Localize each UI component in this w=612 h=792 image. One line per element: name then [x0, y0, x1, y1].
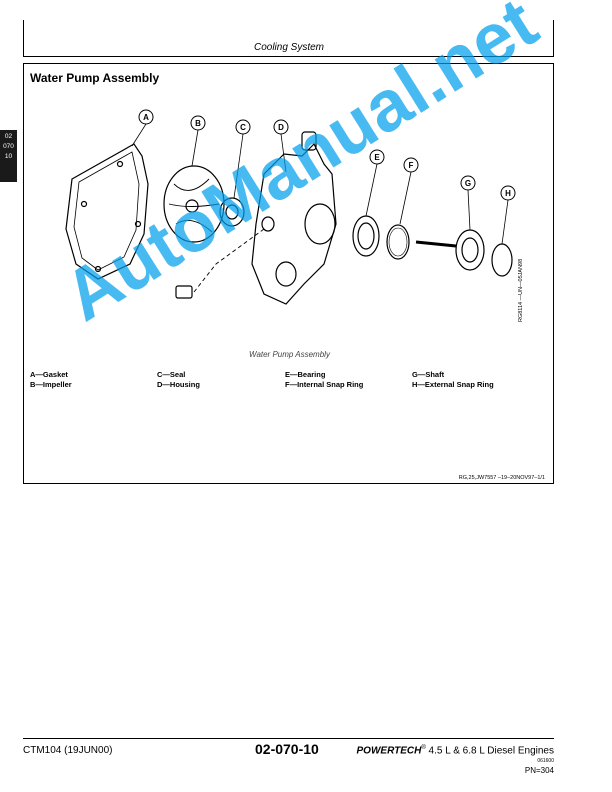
callout-e: E — [374, 153, 380, 162]
section-tab-line: 070 — [3, 143, 14, 150]
gasket-inner — [73, 151, 140, 271]
page-header-title: Cooling System — [253, 42, 325, 53]
callout-d: D — [278, 123, 284, 132]
callout-circle — [500, 185, 516, 201]
legend-internal-snap-ring: F—Internal Snap Ring — [285, 380, 364, 389]
callout-circle — [369, 149, 385, 165]
header-rule — [23, 56, 554, 57]
document-reference: RG,25,JW7557 –19–20NOV97–1/1 — [458, 475, 545, 481]
water-pump-exploded-diagram: A B C D E F G H — [65, 109, 516, 305]
bolt-shape — [175, 285, 193, 299]
footer-title: POWERTECH® 4.5 L & 6.8 L Diesel Engines — [357, 745, 554, 756]
legend-housing: D—Housing — [157, 380, 200, 389]
footer-date-code: 061600 — [537, 758, 554, 764]
footer-brand-mark: ® — [421, 745, 426, 751]
section-tab: 02 070 10 — [0, 130, 17, 182]
seal-shape — [219, 197, 245, 227]
section-tab-line: 02 — [4, 133, 13, 140]
callout-c: C — [240, 123, 246, 132]
callout-h: H — [505, 189, 511, 198]
legend-external-snap-ring: H—External Snap Ring — [412, 380, 494, 389]
bearing-shape — [352, 215, 380, 257]
figure-id-code: RG8114 —UN—05JAN98 — [518, 258, 524, 322]
callout-circle — [190, 115, 206, 131]
frame-left-rule — [23, 20, 24, 56]
shaft-rod — [415, 240, 457, 248]
callout-a: A — [143, 113, 149, 122]
callout-circle — [460, 175, 476, 191]
housing-outlet — [301, 131, 317, 151]
figure-caption: Water Pump Assembly — [249, 350, 330, 359]
impeller-shape — [163, 165, 225, 243]
legend-impeller: B—Impeller — [30, 380, 72, 389]
water-pump-section: Water Pump Assembly — [23, 63, 554, 484]
gasket-shape — [65, 143, 149, 280]
callout-b: B — [195, 119, 201, 128]
footer-brand: POWERTECH — [356, 745, 422, 757]
callout-circle — [235, 119, 251, 135]
section-tab-line: 10 — [4, 153, 13, 160]
external-snap-ring-shape — [491, 243, 513, 277]
section-title: Water Pump Assembly — [30, 71, 160, 85]
callout-circle — [273, 119, 289, 135]
legend-gasket: A—Gasket — [30, 370, 68, 379]
legend-seal: C—Seal — [157, 370, 186, 379]
callout-circle — [138, 109, 154, 125]
shaft-body — [455, 229, 485, 271]
footer-manual-id: CTM104 (19JUN00) — [23, 745, 113, 756]
frame-right-rule — [553, 20, 554, 56]
callout-circle — [403, 157, 419, 173]
footer-rule — [23, 738, 554, 739]
footer-page-number: PN=304 — [524, 766, 554, 775]
callout-f: F — [409, 161, 414, 170]
legend-shaft: G—Shaft — [412, 370, 445, 379]
callout-g: G — [465, 179, 471, 188]
legend-bearing: E—Bearing — [285, 370, 326, 379]
footer-page-code: 02-070-10 — [255, 741, 319, 757]
internal-snap-ring-shape — [386, 224, 410, 260]
housing-shape — [251, 142, 337, 305]
footer-engine-text: 4.5 L & 6.8 L Diesel Engines — [425, 745, 554, 757]
